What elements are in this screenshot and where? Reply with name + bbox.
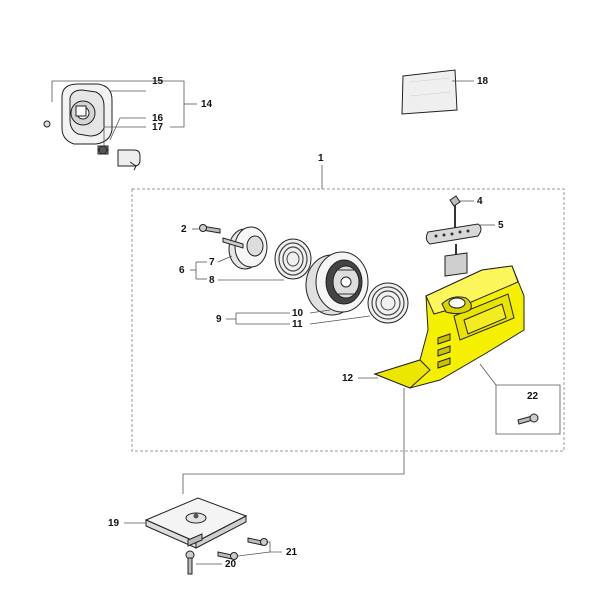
callout-10: 10	[292, 308, 304, 319]
callout-18: 18	[477, 76, 489, 87]
callout-7: 7	[209, 257, 215, 268]
starter-housing-highlight	[373, 265, 525, 389]
callout-1: 1	[318, 153, 324, 164]
callout-5: 5	[498, 220, 504, 231]
callout-6: 6	[179, 265, 185, 276]
recoil-cover-inset	[43, 83, 141, 171]
callout-16: 16	[152, 113, 164, 124]
callout-12: 12	[342, 373, 354, 384]
starter-handle	[425, 195, 482, 277]
callout-15: 15	[152, 76, 164, 87]
callout-8: 8	[209, 275, 215, 286]
screws-21	[217, 537, 268, 560]
callout-22: 22	[527, 391, 539, 402]
callout-4: 4	[477, 196, 483, 207]
pulley-7	[222, 226, 268, 270]
decal-sheet	[401, 69, 458, 115]
callout-17: 17	[152, 122, 164, 133]
callout-14: 14	[201, 99, 213, 110]
spring-11	[367, 282, 409, 324]
base-plate-19	[144, 497, 248, 549]
assembly-boundary	[131, 188, 565, 452]
callout-9: 9	[216, 314, 222, 325]
screw-20	[185, 550, 195, 575]
screw-22	[517, 413, 539, 425]
callout-20: 20	[225, 559, 237, 570]
screw-2	[199, 224, 221, 234]
callout-19: 19	[108, 518, 120, 529]
rope-pulley-10	[305, 251, 369, 316]
callout-2: 2	[181, 224, 187, 235]
spring-8	[274, 238, 312, 280]
callout-11: 11	[292, 319, 303, 330]
callout-21: 21	[286, 547, 298, 558]
